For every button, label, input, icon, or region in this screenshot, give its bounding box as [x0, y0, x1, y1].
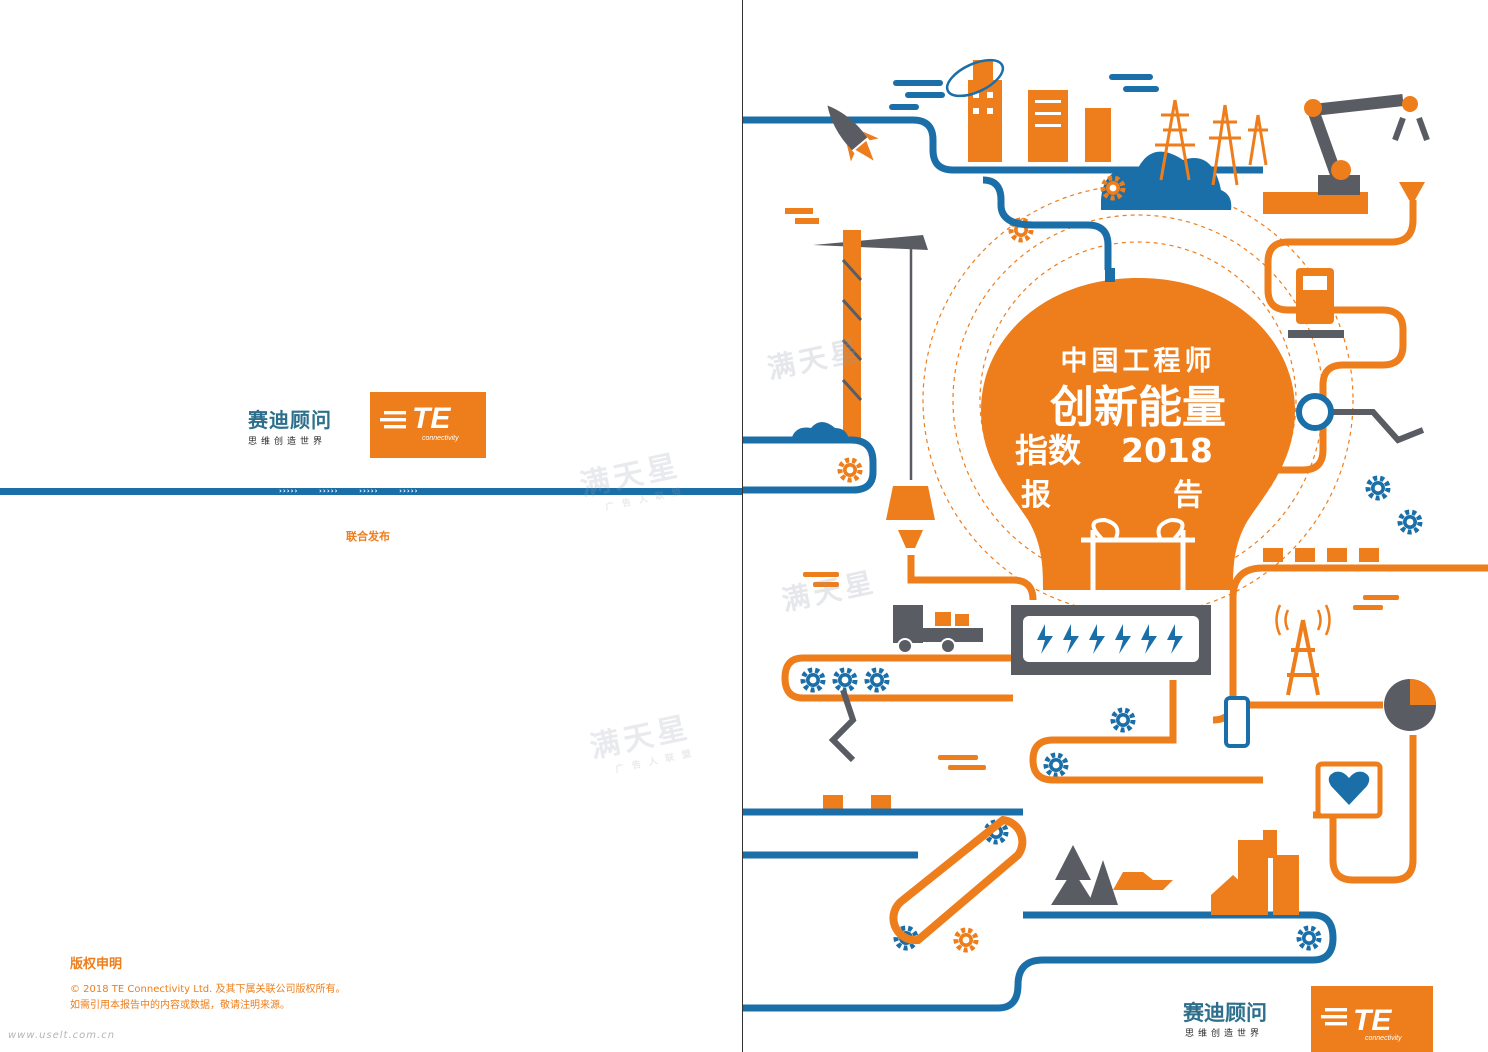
package-boxes: [823, 548, 1379, 809]
site-mark: www.uselt.com.cn: [8, 1030, 116, 1041]
cover-year: 2018: [1121, 431, 1213, 470]
cover-title-line4b: 告: [1173, 478, 1203, 513]
ev-charger-icon: [1288, 268, 1344, 338]
te-logo-tagline: connectivity: [422, 435, 459, 442]
copyright-line-1: © 2018 TE Connectivity Ltd. 及其下属关联公司版权所有…: [70, 984, 346, 995]
orange-conveyor-mid: [1029, 680, 1263, 784]
band-arrows: ››››› ››››› ››››› ›››››: [279, 487, 419, 495]
tower-crane-icon: [785, 208, 928, 480]
partner-logo-slogan: 思维创造世界: [248, 437, 327, 447]
cover-illustration: 中国工程师 创新能量 指数 2018 报 告: [743, 58, 1488, 1052]
partner-logo: 赛迪顾问 思维创造世界: [248, 404, 332, 447]
orange-health-line: [1313, 735, 1417, 884]
city-icon: [968, 60, 1111, 162]
battery-icon: [1224, 696, 1250, 748]
bottom-blue-lines: [743, 808, 1023, 859]
wind-lines: [803, 572, 1399, 770]
cover-title-line4a: 报: [1021, 478, 1051, 513]
rocket-icon: [827, 105, 879, 162]
partner-logo-name: 赛迪顾问: [248, 408, 332, 432]
top-conveyor: [743, 116, 1263, 174]
truck-icon: [893, 605, 983, 654]
left-blue-conveyor: [743, 436, 877, 494]
copyright-line-2: 如需引用本报告中的内容或数据，敬请注明来源。: [70, 1000, 290, 1011]
grabber-arm: [1333, 409, 1425, 444]
trees-icon: [1051, 845, 1118, 905]
bottom-te-logo-tagline: connectivity: [1365, 1035, 1402, 1042]
cover-title-line3: 指数: [1015, 431, 1082, 470]
cloud-icon: [791, 422, 849, 440]
blue-band: [0, 488, 742, 495]
joint-release-label: 联合发布: [346, 530, 390, 543]
bottom-partner-logo-name: 赛迪顾问: [1182, 1000, 1267, 1025]
blue-pipe: [982, 176, 1112, 270]
watermark: 满天星广告人联盟: [576, 448, 690, 514]
te-logo: TE connectivity: [370, 392, 486, 458]
orange-conveyor-right: [1212, 564, 1488, 724]
claw-arm: [828, 689, 857, 763]
cloud-icon: [1101, 151, 1232, 210]
heart-monitor-icon: [1315, 761, 1383, 819]
robot-arm-icon: [1263, 94, 1430, 214]
te-logo-word: TE: [412, 402, 451, 435]
spine-line: [742, 0, 743, 1052]
bottom-te-logo: TE connectivity: [1311, 986, 1433, 1052]
wind-lines: [889, 74, 1159, 110]
bottom-te-logo-word: TE: [1353, 1004, 1392, 1037]
power-pylon-icons: [1155, 99, 1268, 186]
bottom-blue-conveyor: [743, 911, 1337, 1012]
town-icon: [1211, 830, 1299, 915]
orange-belt: [889, 815, 1027, 945]
car-icon: [1113, 872, 1173, 890]
te-stripes-icon: [380, 411, 406, 429]
gauge-ring: [1296, 393, 1334, 431]
copyright-title: 版权申明: [70, 957, 123, 972]
orbit-ring: [945, 58, 1005, 98]
cover-title-line1: 中国工程师: [1061, 346, 1216, 377]
pie-chart-icon: [1384, 679, 1436, 731]
orange-feed-pipe: [907, 555, 1037, 601]
orange-conveyor-left: [781, 654, 1013, 702]
light-bulb: [981, 268, 1295, 600]
hopper-icon: [886, 486, 935, 548]
bottom-partner-logo-slogan: 思维创造世界: [1185, 1027, 1263, 1039]
watermark: 满天星广告人联盟: [586, 710, 700, 776]
right-orange-conveyor: [1247, 200, 1417, 474]
signal-tower-icon: [1275, 604, 1331, 696]
cover-title-line2: 创新能量: [1050, 382, 1226, 433]
battery-box: [1011, 605, 1211, 675]
